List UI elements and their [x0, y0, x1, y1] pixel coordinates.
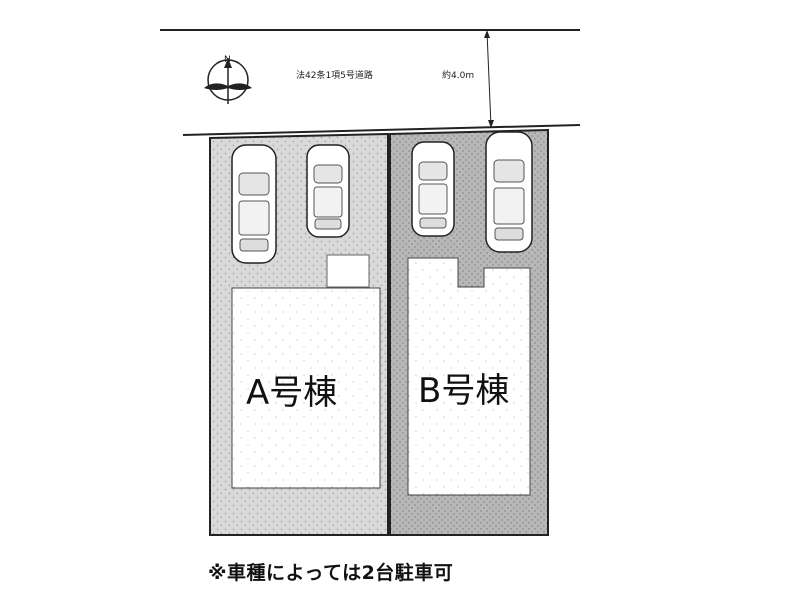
road-width-arrow	[484, 30, 494, 128]
building-b	[407, 257, 531, 496]
road-width-label: 約4.0m	[442, 69, 474, 81]
entry-box-a	[326, 254, 370, 288]
car-4	[485, 131, 533, 253]
car-3	[411, 141, 455, 237]
road-edge-south	[182, 124, 581, 136]
parking-note: ※車種によっては2台駐車可	[208, 562, 454, 584]
building-a	[231, 287, 381, 489]
car-1	[231, 144, 277, 264]
lot-a-label: A号棟	[246, 373, 337, 413]
lot-b-label: B号棟	[418, 371, 509, 411]
car-2	[306, 144, 350, 238]
compass-icon: N	[204, 55, 252, 104]
road: 法42条1項5号道路 約4.0m	[160, 10, 581, 136]
road-label: 法42条1項5号道路	[296, 69, 373, 81]
compass-north-label: N	[224, 55, 231, 65]
